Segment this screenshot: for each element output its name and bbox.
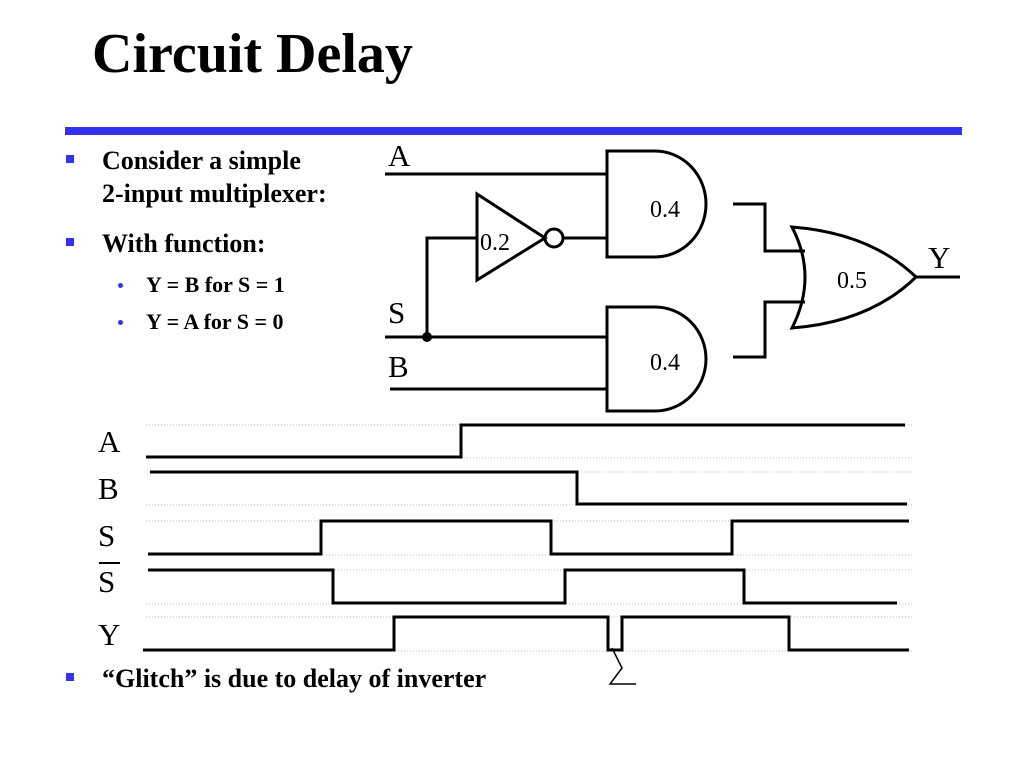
sub-bullet-marker — [118, 320, 123, 325]
inverter-gate — [475, 191, 548, 283]
wire-s-to-inverter — [425, 236, 477, 337]
bullet-marker — [66, 155, 74, 163]
bullet-glitch: “Glitch” is due to delay of inverter — [102, 664, 487, 693]
wire-and-bottom-out — [733, 300, 805, 359]
wire-and-top-out — [733, 202, 805, 253]
waveform-b — [150, 470, 907, 506]
junction-dot — [422, 332, 432, 342]
label-and-top-delay: 0.4 — [650, 197, 680, 223]
sub-bullet-y-equals-b: Y = B for S = 1 — [146, 272, 285, 297]
inverter-bubble — [543, 227, 565, 249]
label-input-a: A — [388, 138, 411, 173]
timing-label-b: B — [98, 471, 119, 506]
title-divider — [65, 127, 962, 135]
timing-label-s-bar: S — [98, 564, 115, 599]
label-output-y: Y — [928, 240, 950, 275]
bullet-consider-line2: 2-input multiplexer: — [102, 178, 327, 208]
sub-bullet-marker — [118, 283, 123, 288]
timing-label-y: Y — [98, 617, 120, 652]
label-input-s: S — [388, 295, 405, 330]
timing-label-s: S — [98, 518, 115, 553]
timing-waveforms — [143, 423, 909, 652]
and-gate-bottom — [605, 305, 708, 413]
label-and-bottom-delay: 0.4 — [650, 350, 680, 376]
bullet-marker — [66, 238, 74, 246]
label-input-b: B — [388, 349, 409, 384]
waveform-s — [148, 519, 909, 556]
bullet-consider: Consider a simple 2-input multiplexer: — [102, 145, 327, 210]
waveform-y — [143, 615, 909, 652]
slide-title: Circuit Delay — [92, 23, 413, 85]
or-gate — [789, 225, 919, 330]
bullet-consider-line1: Consider a simple — [102, 146, 301, 175]
waveform-a — [146, 423, 905, 459]
sub-bullet-y-equals-a: Y = A for S = 0 — [146, 309, 284, 334]
label-inverter-delay: 0.2 — [480, 230, 510, 256]
label-or-delay: 0.5 — [837, 268, 867, 294]
and-gate-top — [605, 149, 708, 259]
glitch-pointer-line — [608, 647, 636, 685]
waveform-sbar — [148, 568, 897, 605]
timing-label-a: A — [98, 424, 121, 459]
bullet-marker — [66, 673, 74, 681]
bullet-function: With function: — [102, 229, 266, 258]
